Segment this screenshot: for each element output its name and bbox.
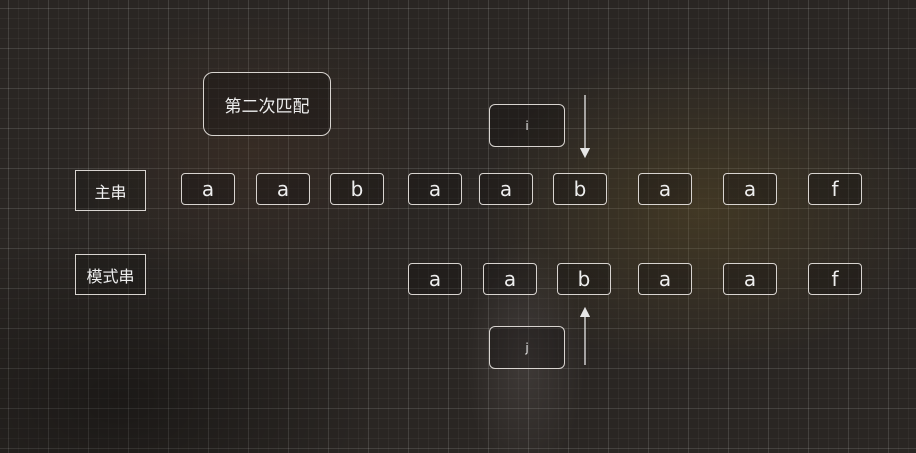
pointer-j-label: j — [489, 326, 565, 369]
main-char-1: a — [256, 173, 310, 205]
pattern-char-2: b — [557, 263, 611, 295]
diagram-title: 第二次匹配 — [203, 72, 331, 136]
main-char-3: a — [408, 173, 462, 205]
main-string-label: 主串 — [75, 170, 146, 211]
pattern-char-0: a — [408, 263, 462, 295]
main-char-4: a — [479, 173, 533, 205]
main-char-0: a — [181, 173, 235, 205]
main-char-8: f — [808, 173, 862, 205]
main-char-7: a — [723, 173, 777, 205]
pattern-char-4: a — [723, 263, 777, 295]
pattern-char-5: f — [808, 263, 862, 295]
main-char-6: a — [638, 173, 692, 205]
pattern-char-1: a — [483, 263, 537, 295]
pattern-char-3: a — [638, 263, 692, 295]
pointer-i-label: i — [489, 104, 565, 147]
main-char-2: b — [330, 173, 384, 205]
pattern-string-label: 模式串 — [75, 254, 146, 295]
main-char-5: b — [553, 173, 607, 205]
